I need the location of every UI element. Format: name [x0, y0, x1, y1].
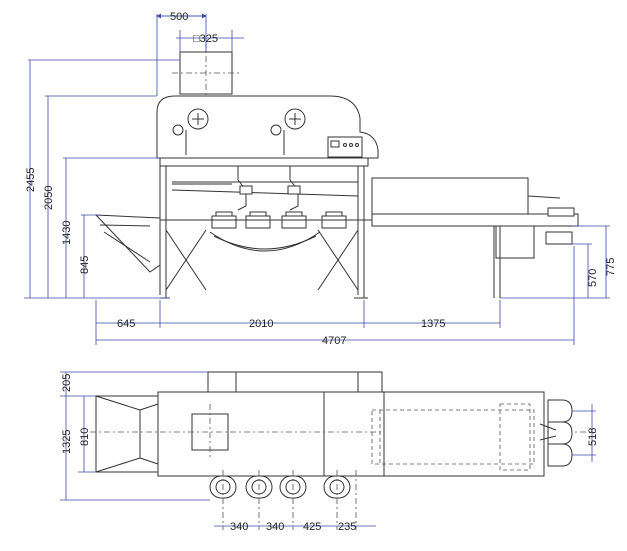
- dim-outlet-height-1: 570: [587, 269, 599, 287]
- top-feed-hopper: [95, 395, 159, 473]
- dim-inner-width: 810: [79, 428, 91, 446]
- dim-length-outlet: 1375: [421, 318, 445, 330]
- dim-overall-height: 2455: [25, 168, 37, 192]
- bottom-outlets: [209, 470, 357, 530]
- dim-outlet-spacing: 518: [587, 428, 599, 446]
- outlet-3: [281, 215, 307, 229]
- dim-top-width: 500: [170, 11, 188, 23]
- dim-pitch-2: 340: [266, 521, 284, 533]
- feed-hopper: [94, 214, 161, 273]
- dim-frame-height: 1430: [61, 221, 73, 245]
- dim-pitch-3: 425: [303, 521, 321, 533]
- top-dimensions: 205 810 1325 518 340 340 425 235: [60, 371, 599, 533]
- front-view: [94, 42, 579, 299]
- dim-length-frame: 2010: [249, 318, 273, 330]
- outlet-2: [245, 215, 271, 229]
- top-main-body: [157, 391, 325, 477]
- dim-pitch-1: 340: [230, 521, 248, 533]
- outlet-4: [321, 215, 347, 229]
- frame-top-beam: [159, 157, 369, 167]
- dim-body-height: 2050: [43, 186, 55, 210]
- dim-hopper-height: 845: [79, 256, 91, 274]
- dim-top-offset: 205: [61, 374, 73, 392]
- main-housing: [156, 95, 379, 159]
- front-dimensions: 500 □325 2455 2050 1430 845 570 775: [24, 11, 617, 347]
- top-view: [90, 371, 590, 530]
- dim-overall-length: 4707: [322, 335, 346, 347]
- dim-overall-width: 1325: [61, 430, 73, 454]
- top-outlet-conveyor: [383, 391, 545, 477]
- outlet-1: [211, 215, 237, 229]
- dim-pitch-4: 235: [338, 521, 356, 533]
- dim-outlet-height-2: 775: [605, 258, 617, 276]
- outlet-conveyor: [371, 177, 529, 217]
- dim-inlet-size: □325: [193, 33, 218, 45]
- outlet-spouts: [539, 399, 573, 467]
- dim-length-feed: 645: [117, 318, 135, 330]
